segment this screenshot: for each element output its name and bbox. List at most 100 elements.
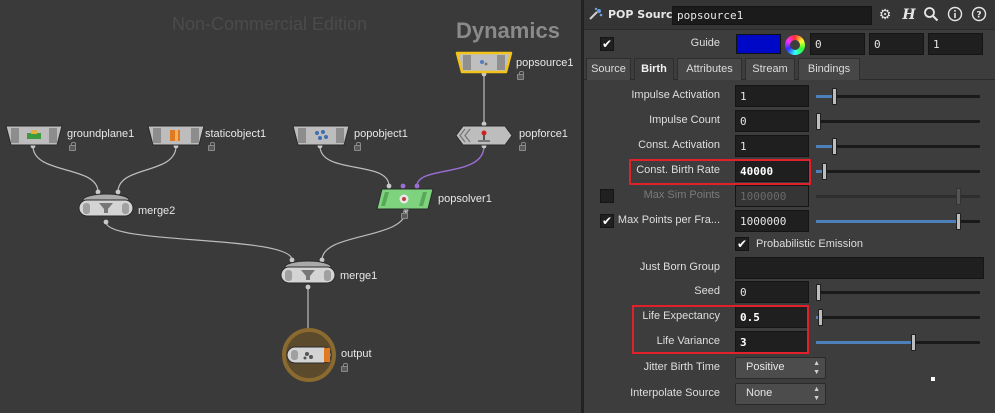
node-staticobject1[interactable]	[147, 125, 205, 146]
help-icon[interactable]: ?	[970, 6, 988, 24]
lock-icon	[341, 363, 348, 372]
jitter-birth-time-dropdown[interactable]: Positive ▲▼	[735, 357, 826, 379]
node-popforce1[interactable]	[455, 125, 513, 146]
interpolate-source-value: None	[746, 387, 773, 399]
jitter-birth-time-value: Positive	[746, 361, 785, 373]
guide-row: ✔ Guide 0 0 1	[584, 31, 995, 57]
tab-stream[interactable]: Stream	[745, 58, 795, 80]
guide-value-g[interactable]: 0	[869, 33, 924, 55]
max-points-per-frame-checkbox[interactable]: ✔	[600, 214, 614, 228]
impulse-count-field[interactable]: 0	[735, 110, 809, 132]
const-activation-row: Const. Activation 1	[584, 135, 995, 157]
parameter-tabs: Source Birth Attributes Stream Bindings	[584, 58, 995, 80]
node-type-label: POP Source	[608, 8, 681, 21]
max-sim-points-slider	[816, 188, 980, 205]
non-commercial-watermark: Non-Commercial Edition	[172, 14, 368, 34]
help-h-icon[interactable]: H	[902, 7, 916, 23]
node-label-staticobject1: staticobject1	[205, 128, 267, 140]
node-label-groundplane1: groundplane1	[67, 128, 135, 140]
max-points-per-frame-slider[interactable]	[816, 213, 980, 230]
wire-popforce-popsolver	[416, 145, 485, 187]
seed-row: Seed 0	[584, 281, 995, 303]
wire-staticobject-merge2	[117, 145, 177, 193]
wire-groundplane-merge2	[32, 145, 99, 193]
node-label-merge1: merge1	[340, 270, 378, 282]
impulse-count-row: Impulse Count 0	[584, 110, 995, 132]
info-icon[interactable]	[946, 6, 964, 24]
tab-source[interactable]: Source	[586, 58, 631, 80]
const-birth-rate-row: Const. Birth Rate 40000	[584, 160, 995, 182]
impulse-count-label: Impulse Count	[649, 114, 720, 126]
node-groundplane1[interactable]	[5, 125, 63, 146]
interpolate-source-dropdown[interactable]: None ▲▼	[735, 383, 826, 405]
max-sim-points-checkbox[interactable]	[600, 189, 614, 203]
seed-slider[interactable]	[816, 284, 980, 301]
impulse-activation-label: Impulse Activation	[631, 89, 720, 101]
const-activation-slider[interactable]	[816, 138, 980, 155]
svg-text:?: ?	[976, 11, 981, 21]
node-merge2[interactable]	[78, 192, 134, 222]
max-points-per-frame-label: Max Points per Fra...	[617, 214, 720, 226]
node-popsource1[interactable]	[455, 51, 513, 74]
pane-divider[interactable]	[581, 0, 584, 413]
max-sim-points-label: Max Sim Points	[643, 189, 720, 201]
impulse-activation-field[interactable]: 1	[735, 85, 809, 107]
const-activation-label: Const. Activation	[638, 139, 720, 151]
life-expectancy-slider[interactable]	[816, 309, 980, 326]
node-label-popobject1: popobject1	[354, 128, 408, 140]
const-birth-rate-slider[interactable]	[816, 163, 980, 180]
life-variance-field[interactable]: 3	[735, 331, 809, 353]
node-output[interactable]	[281, 327, 337, 383]
guide-label: Guide	[690, 37, 720, 49]
network-context-label: Dynamics	[456, 18, 560, 43]
node-label-output: output	[341, 348, 372, 360]
probabilistic-emission-checkbox[interactable]: ✔	[735, 237, 749, 251]
life-expectancy-row: Life Expectancy 0.5	[584, 306, 995, 328]
life-variance-row: Life Variance 3	[584, 331, 995, 353]
guide-value-r[interactable]: 0	[810, 33, 865, 55]
wire-popsolver-merge1	[321, 209, 407, 261]
guide-color-swatch[interactable]	[736, 34, 781, 54]
tab-birth[interactable]: Birth	[634, 58, 674, 80]
node-name-field[interactable]: popsource1	[672, 6, 872, 25]
node-label-merge2: merge2	[138, 205, 176, 217]
parameter-header: POP Source popsource1 ⚙ H ?	[584, 0, 995, 30]
probabilistic-emission-label: Probabilistic Emission	[756, 238, 863, 250]
max-sim-points-field: 1000000	[735, 185, 809, 207]
life-expectancy-label: Life Expectancy	[642, 310, 720, 322]
jitter-birth-time-label: Jitter Birth Time	[643, 361, 720, 373]
seed-field[interactable]: 0	[735, 281, 809, 303]
life-variance-slider[interactable]	[816, 334, 980, 351]
node-popobject1[interactable]	[292, 125, 350, 146]
just-born-group-row: Just Born Group	[584, 257, 995, 279]
lock-icon	[354, 142, 361, 151]
interpolate-source-label: Interpolate Source	[630, 387, 720, 399]
node-merge1[interactable]	[280, 259, 336, 289]
node-label-popsource1: popsource1	[516, 57, 574, 69]
const-birth-rate-field[interactable]: 40000	[735, 160, 809, 182]
const-activation-field[interactable]: 1	[735, 135, 809, 157]
search-icon[interactable]	[922, 6, 940, 24]
probabilistic-emission-row: ✔ Probabilistic Emission	[584, 234, 995, 256]
max-sim-points-row: Max Sim Points 1000000	[584, 185, 995, 207]
node-popsolver1[interactable]	[376, 188, 434, 210]
impulse-count-slider[interactable]	[816, 113, 980, 130]
just-born-group-field[interactable]	[735, 257, 984, 279]
tab-attributes[interactable]: Attributes	[677, 58, 742, 80]
parameter-pane: POP Source popsource1 ⚙ H ? ✔ Guide 0 0 …	[584, 0, 995, 413]
dropdown-arrows-icon: ▲▼	[813, 386, 820, 402]
gear-icon[interactable]: ⚙	[878, 7, 892, 23]
life-variance-label: Life Variance	[656, 335, 720, 347]
guide-checkbox[interactable]: ✔	[600, 37, 614, 51]
max-points-per-frame-row: ✔ Max Points per Fra... 1000000	[584, 210, 995, 232]
const-birth-rate-label: Const. Birth Rate	[636, 164, 720, 176]
tab-bindings[interactable]: Bindings	[798, 58, 860, 80]
impulse-activation-slider[interactable]	[816, 88, 980, 105]
dropdown-arrows-icon: ▲▼	[813, 360, 820, 376]
wire-merge2-merge1	[105, 221, 293, 261]
max-points-per-frame-field[interactable]: 1000000	[735, 210, 809, 232]
network-editor[interactable]: Non-Commercial Edition Dynamics	[0, 0, 581, 413]
guide-value-b[interactable]: 1	[928, 33, 983, 55]
life-expectancy-field[interactable]: 0.5	[735, 306, 809, 328]
color-wheel-icon[interactable]	[785, 35, 805, 55]
